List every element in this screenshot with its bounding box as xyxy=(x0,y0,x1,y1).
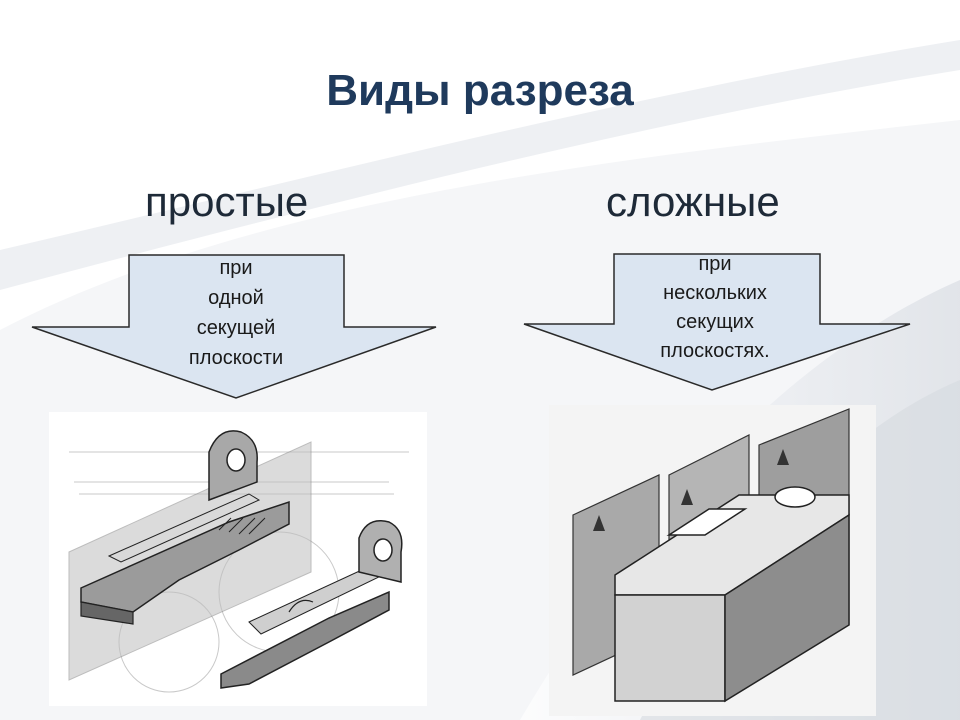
arrow-left-text: при одной секущей плоскости xyxy=(130,253,342,373)
arrow-left-line-3: секущей xyxy=(196,317,276,339)
arrow-right-shape xyxy=(523,253,911,391)
arrow-left-line-4: плоскости xyxy=(188,347,284,369)
arrow-right-line-3: секущих xyxy=(676,311,754,333)
arrow-right-line-4: плоскостях. xyxy=(660,340,770,362)
arrow-left-shape xyxy=(31,254,437,399)
arrow-right-line-2: нескольких xyxy=(663,282,767,304)
simple-section-drawing xyxy=(49,412,427,706)
heading-complex: сложные xyxy=(606,178,780,225)
complex-section-drawing xyxy=(549,405,876,716)
arrow-right-line-1: при xyxy=(698,253,732,275)
slide-title: Виды разреза xyxy=(326,66,634,115)
arrow-left-line-1: при xyxy=(219,257,253,279)
heading-simple: простые xyxy=(145,178,309,225)
arrow-right-text: при нескольких секущих плоскостях. xyxy=(612,250,818,366)
arrow-left-line-2: одной xyxy=(208,287,264,309)
